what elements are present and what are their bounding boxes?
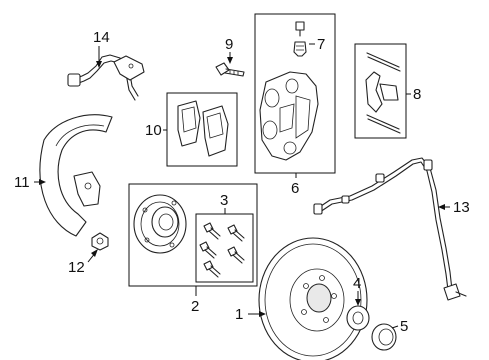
- callout-5: 5: [400, 318, 408, 335]
- callout-1: 1: [235, 306, 243, 323]
- callout-9: 9: [225, 36, 233, 53]
- callout-13: 13: [453, 199, 470, 216]
- hub-bolts-part-3: [199, 222, 245, 278]
- brake-rotor-part-1: [258, 237, 368, 360]
- callout-2: 2: [191, 298, 199, 315]
- caliper-part-6: [259, 71, 319, 161]
- hub-box-part-2: [128, 183, 258, 287]
- hardware-kit-part-8: [365, 52, 401, 134]
- callout-4: 4: [353, 275, 361, 292]
- bolt-part-9: [215, 62, 245, 77]
- callout-labels: 14 9 7 8 10 6 11 3 13 12 4 2 1 5: [14, 29, 470, 335]
- callout-6: 6: [291, 180, 299, 197]
- callout-12: 12: [68, 259, 85, 276]
- hub-nut-part-4: [346, 305, 370, 331]
- leader-lines: [34, 43, 450, 329]
- wheel-speed-sensor-part-13: [313, 157, 467, 301]
- hardware-kit-box-part-8: [354, 43, 407, 139]
- callout-11: 11: [14, 174, 30, 191]
- callout-7: 7: [317, 36, 325, 53]
- bleeder-screw-part-7: [293, 21, 307, 57]
- dust-cap-part-5: [371, 323, 397, 351]
- dust-shield-part-11: [39, 114, 113, 237]
- callout-3: 3: [220, 192, 228, 209]
- callout-14: 14: [93, 29, 110, 46]
- callout-10: 10: [145, 122, 162, 139]
- brake-pads-part-10: [177, 100, 229, 157]
- hub-bearing-part-2: [133, 194, 187, 254]
- caliper-box-part-6: [254, 13, 336, 174]
- bolt-part-12: [91, 232, 109, 251]
- abs-sensor-harness-part-14: [67, 54, 145, 101]
- callout-8: 8: [413, 86, 421, 103]
